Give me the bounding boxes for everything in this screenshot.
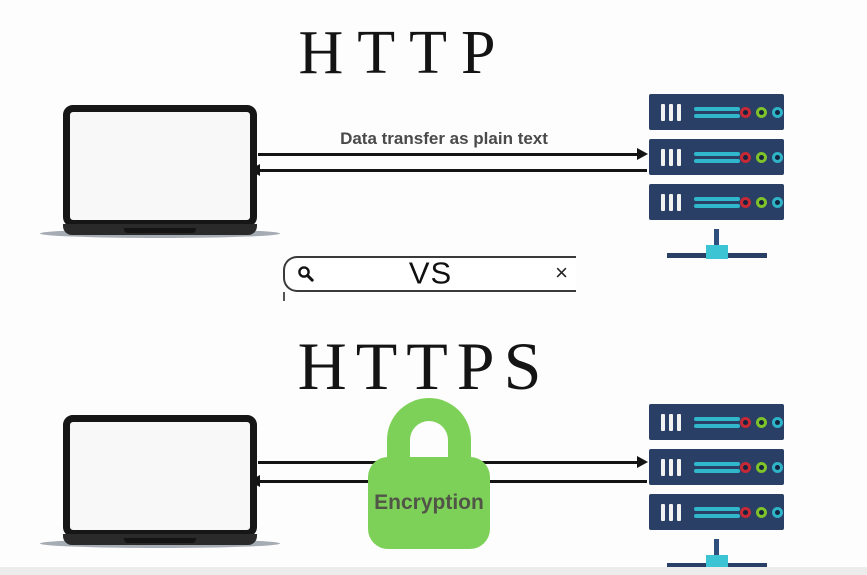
led-green	[756, 106, 767, 118]
server-leds	[740, 196, 783, 208]
server-vents-icon	[661, 503, 681, 521]
search-value: VS	[408, 255, 453, 291]
server-leds	[740, 151, 783, 163]
searchbar-edge-line	[283, 292, 285, 301]
magnifier-icon	[296, 264, 316, 284]
encryption-label: Encryption	[374, 491, 484, 514]
led-teal	[772, 461, 783, 473]
server-vents-icon	[661, 458, 681, 476]
server-stand-stem	[714, 229, 719, 253]
laptop-screen	[63, 415, 257, 537]
led-teal	[772, 151, 783, 163]
http-arrow-label: Data transfer as plain text	[340, 129, 548, 148]
server-slots-icon	[694, 504, 740, 521]
server-stand-hub	[705, 555, 728, 569]
led-teal	[772, 506, 783, 518]
led-red	[740, 461, 751, 473]
laptop-hinge	[63, 534, 257, 545]
led-green	[756, 151, 767, 163]
server-vents-icon	[661, 103, 681, 121]
laptop-icon	[40, 415, 280, 548]
server-vents-icon	[661, 148, 681, 166]
server-stand-hub	[705, 245, 728, 259]
server-stack-icon	[649, 94, 784, 259]
bottom-strip	[0, 567, 867, 575]
server-vents-icon	[661, 193, 681, 211]
server-slots-icon	[694, 149, 740, 166]
server-slots-icon	[694, 194, 740, 211]
server-unit	[649, 449, 784, 485]
server-vents-icon	[661, 413, 681, 431]
laptop-icon	[40, 105, 280, 238]
led-red	[740, 416, 751, 428]
led-teal	[772, 106, 783, 118]
led-green	[756, 196, 767, 208]
padlock-icon: Encryption	[368, 398, 490, 549]
server-leds	[740, 506, 783, 518]
server-stand-base	[666, 555, 767, 569]
led-red	[740, 106, 751, 118]
server-unit	[649, 404, 784, 440]
laptop-notch	[124, 228, 196, 233]
server-stack-icon	[649, 404, 784, 569]
http-title: HTTP	[298, 19, 510, 87]
server-unit	[649, 494, 784, 530]
close-icon[interactable]: ×	[555, 260, 568, 286]
server-unit	[649, 139, 784, 175]
server-leds	[740, 461, 783, 473]
server-unit	[649, 184, 784, 220]
padlock-body: Encryption	[368, 457, 490, 549]
server-slots-icon	[694, 414, 740, 431]
server-unit	[649, 94, 784, 130]
server-slots-icon	[694, 459, 740, 476]
led-red	[740, 506, 751, 518]
padlock-shackle	[387, 398, 471, 462]
laptop-hinge	[63, 224, 257, 235]
server-slots-icon	[694, 104, 740, 121]
server-stand-stem	[714, 539, 719, 563]
search-input[interactable]: VS ×	[283, 255, 576, 292]
led-green	[756, 461, 767, 473]
led-teal	[772, 416, 783, 428]
arrow-request-http	[258, 148, 648, 160]
led-teal	[772, 196, 783, 208]
led-red	[740, 196, 751, 208]
laptop-notch	[124, 538, 196, 543]
server-leds	[740, 416, 783, 428]
led-red	[740, 151, 751, 163]
led-green	[756, 506, 767, 518]
arrow-response-http	[249, 164, 647, 176]
https-title: HTTPS	[297, 328, 551, 404]
led-green	[756, 416, 767, 428]
server-leds	[740, 106, 783, 118]
server-stand-base	[666, 245, 767, 259]
laptop-screen	[63, 105, 257, 227]
